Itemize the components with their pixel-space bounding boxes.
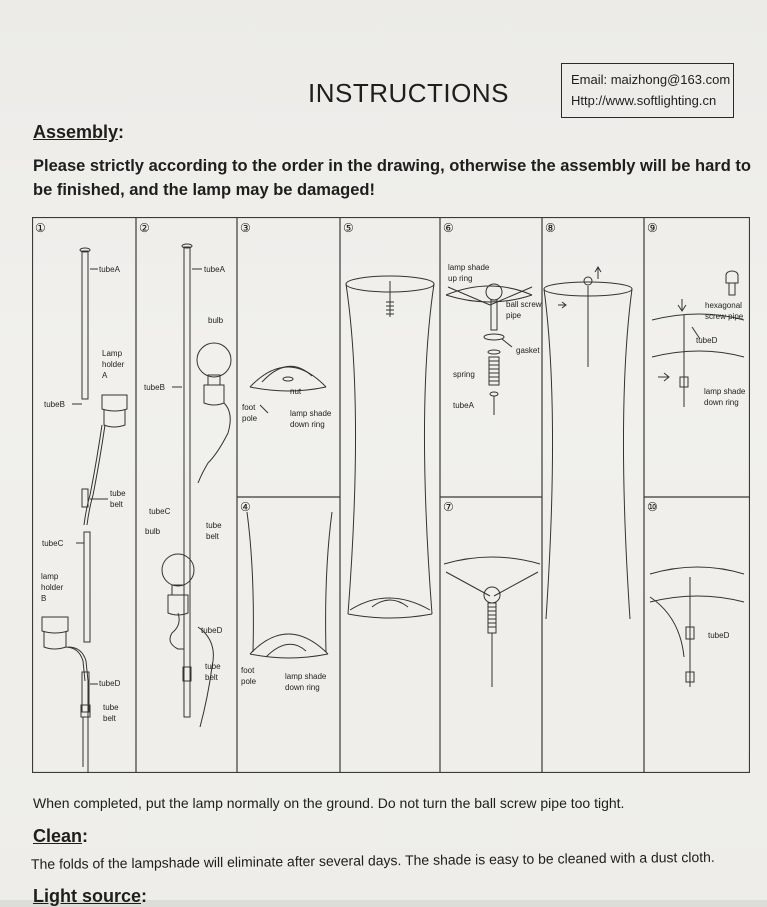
clean-heading-colon: : (82, 826, 89, 846)
panel-number-5: ⑤ (343, 221, 354, 235)
p3-label-nut: nut (290, 387, 302, 396)
p2-label-tubed: tubeD (201, 626, 223, 635)
p6-label-ball-screw-1: ball screw (506, 300, 542, 309)
p6-label-gasket: gasket (516, 346, 540, 355)
clean-heading-text: Clean (33, 826, 83, 846)
p2-label-tube-belt-2b: belt (205, 673, 219, 682)
p1-label-tube-belt-1a: tube (110, 489, 126, 498)
panel-4-illustration (246, 511, 333, 659)
p1-label-lamp-holder-b-1: lamp (41, 572, 59, 581)
panel-9-illustration (651, 270, 745, 407)
p1-label-lamp-holder-b-3: B (41, 594, 46, 603)
light-source-heading-colon: : (141, 886, 148, 906)
panel-8-illustration (543, 266, 633, 620)
panel-number-2: ② (139, 221, 150, 235)
panel-number-10: ⑩ (647, 500, 658, 514)
p2-label-bulb-2: bulb (145, 527, 161, 536)
assembly-heading-text: Assembly (33, 122, 119, 142)
p6-label-up-ring-1: lamp shade (448, 263, 490, 272)
panel-number-3: ③ (240, 221, 251, 235)
panel-3-illustration (249, 366, 327, 414)
p2-label-tubea: tubeA (204, 265, 226, 274)
p3-label-foot-pole-2: pole (242, 414, 258, 423)
p4-label-foot-pole-2: pole (241, 677, 257, 686)
p4-label-ring-2: down ring (285, 683, 320, 692)
p9-label-ring-2: down ring (704, 398, 739, 407)
p3-label-foot-pole-1: foot (242, 403, 256, 412)
p2-label-tube-belt-1b: belt (206, 532, 220, 541)
p1-label-tube-belt-1b: belt (110, 500, 124, 509)
document-title: INSTRUCTIONS (308, 78, 509, 108)
p6-label-spring: spring (453, 370, 475, 379)
p1-label-lamp-holder-a-3: A (102, 371, 108, 380)
assembly-diagram: ① ② ③ ④ ⑤ ⑥ ⑦ ⑧ ⑨ ⑩ (32, 217, 750, 773)
p9-label-ring-1: lamp shade (704, 387, 746, 396)
p1-label-lamp-holder-a-1: Lamp (102, 349, 123, 358)
p1-label-tubea: tubeA (99, 265, 121, 274)
clean-heading: Clean: (33, 826, 88, 847)
p10-label-tubed: tubeD (708, 631, 730, 640)
assembly-heading-colon: : (118, 122, 125, 142)
p9-label-hex-1: hexagonal (705, 301, 742, 310)
p4-label-ring-1: lamp shade (285, 672, 327, 681)
assembly-heading: Assembly: (33, 122, 124, 143)
p1-label-tube-belt-2b: belt (103, 714, 117, 723)
p9-label-hex-2: screw pipe (705, 312, 744, 321)
p6-label-up-ring-2: up ring (448, 274, 472, 283)
p1-label-lamp-holder-a-2: holder (102, 360, 125, 369)
assembly-diagram-svg: ① ② ③ ④ ⑤ ⑥ ⑦ ⑧ ⑨ ⑩ (32, 217, 750, 773)
p4-label-foot-pole-1: foot (241, 666, 255, 675)
panel-6-illustration (445, 283, 533, 415)
p2-label-tubeb: tubeB (144, 383, 165, 392)
completed-note: When completed, put the lamp normally on… (33, 795, 625, 811)
p2-label-tube-belt-2a: tube (205, 662, 221, 671)
panel-5-illustration (345, 275, 435, 619)
contact-website: Http://www.softlighting.cn (571, 93, 717, 108)
p2-label-tubec: tubeC (149, 507, 171, 516)
light-source-heading: Light source: (33, 886, 147, 907)
panel-number-7: ⑦ (443, 500, 454, 514)
p3-label-ring-1: lamp shade (290, 409, 332, 418)
p6-label-ball-screw-2: pipe (506, 311, 522, 320)
p1-label-lamp-holder-b-2: holder (41, 583, 64, 592)
p3-label-ring-2: down ring (290, 420, 325, 429)
panel-number-8: ⑧ (545, 221, 556, 235)
panel-number-6: ⑥ (443, 221, 454, 235)
contact-box: Email: maizhong@163.com Http://www.softl… (561, 63, 734, 118)
assembly-warning: Please strictly according to the order i… (33, 157, 751, 199)
p2-label-bulb-1: bulb (208, 316, 224, 325)
panel-1-illustration (41, 247, 128, 773)
panel-number-9: ⑨ (647, 221, 658, 235)
panel-2-illustration (161, 243, 232, 728)
p2-label-tube-belt-1a: tube (206, 521, 222, 530)
panel-7-illustration (443, 556, 541, 687)
diagram-frame (32, 217, 750, 773)
p1-label-tubeb: tubeB (44, 400, 65, 409)
panel-number-4: ④ (240, 500, 251, 514)
light-source-heading-text: Light source (33, 886, 142, 906)
p1-label-tube-belt-2a: tube (103, 703, 119, 712)
p9-label-tubed: tubeD (696, 336, 718, 345)
panel-number-1: ① (35, 221, 46, 235)
p1-label-tubec: tubeC (42, 539, 64, 548)
p6-label-tubea: tubeA (453, 401, 475, 410)
panel-10-illustration (649, 566, 745, 687)
contact-email: Email: maizhong@163.com (571, 72, 731, 87)
p1-label-tubed: tubeD (99, 679, 121, 688)
clean-text: The folds of the lampshade will eliminat… (30, 848, 715, 872)
